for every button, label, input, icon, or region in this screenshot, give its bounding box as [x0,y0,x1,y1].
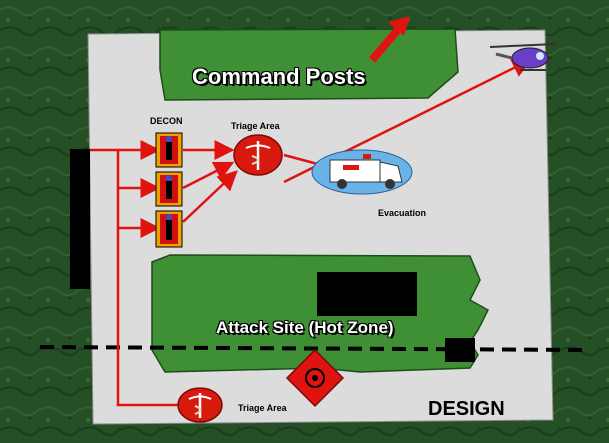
entry-barrier [70,149,90,289]
triage-area-top-label: Triage Area [231,121,280,131]
hazard-diamond-icon [285,348,345,408]
helicopter-icon [489,43,557,71]
design-label: DESIGN [428,398,505,420]
medical-caduceus-icon [177,387,223,423]
ambulance-icon [311,149,413,195]
perimeter-line [39,345,591,352]
triage-area-bottom-label: Triage Area [238,403,287,413]
evacuation-label: Evacuation [378,208,427,218]
decon-shower-icon [155,132,183,168]
up-arrow-icon [368,16,410,63]
medical-caduceus-icon [233,134,283,176]
decon-shower-icon [155,210,183,248]
decon-label: DECON [150,116,183,126]
structure-block [317,272,417,316]
command-posts-label: Command Posts [192,64,366,89]
decon-shower-icon [155,171,183,207]
attack-site-label: Attack Site (Hot Zone) [216,318,394,337]
